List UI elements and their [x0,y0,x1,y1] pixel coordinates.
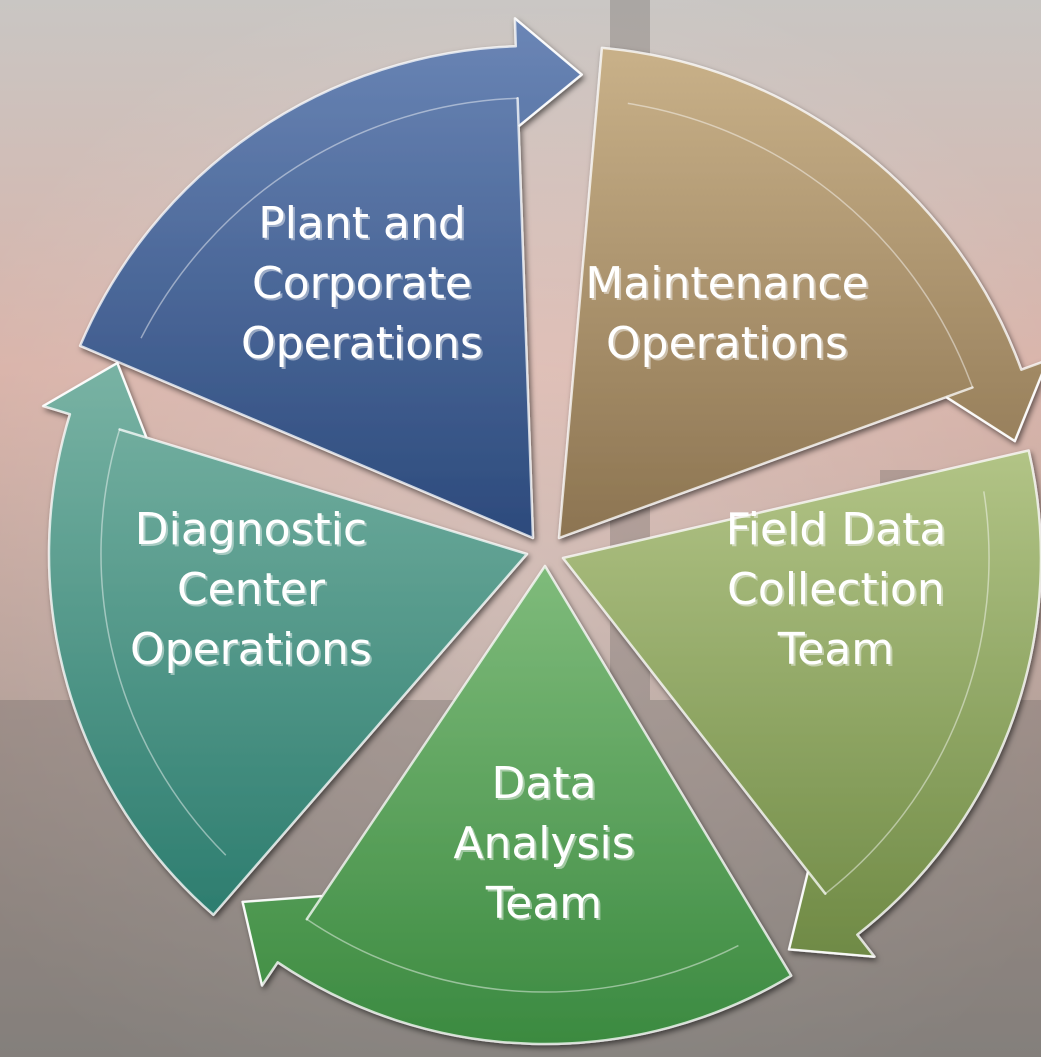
segment-field-data-label-line: Team [779,626,896,677]
segment-field-data-shape [561,449,1041,958]
segment-data-analysis-label-line: Data [491,758,596,809]
segment-diagnostic-shape [41,361,529,917]
segment-plant-corporate-label-line: Plant and [258,198,466,249]
segment-data-analysis-shape [241,564,793,1046]
segment-maintenance-arrowhead [945,373,1041,443]
segment-diagnostic-label-line: Diagnostic [137,506,369,557]
segment-maintenance-label-line: Maintenance [587,260,870,311]
segment-maintenance-label-line: Operations [608,320,850,371]
segment-data-analysis-label-line: Team [485,878,602,929]
segment-diagnostic-label-line: Diagnostic [135,504,367,555]
segment-field-data-arrow-track [824,491,990,895]
segment-diagnostic-label-line: Center [177,564,326,615]
segment-field-data-label-line: Field Data [728,506,949,557]
segment-diagnostic-label-line: Center [179,566,328,617]
segment-plant-corporate-label-line: Corporate [254,260,474,311]
segment-field-data-label-line: Collection [729,566,947,617]
segment-plant-corporate-label-line: Corporate [252,258,472,309]
segment-field-data-label-line: Collection [727,564,945,615]
segment-plant-corporate [78,17,584,540]
segment-field-data-arrowhead [787,871,875,958]
segment-field-data-label-line: Team [777,624,894,675]
segment-plant-corporate-label-line: Plant and [260,200,468,251]
segment-data-analysis-label-line: Analysis [455,820,636,871]
segment-diagnostic-arrow-track [100,429,227,856]
segment-maintenance-label-line: Maintenance [585,258,868,309]
segment-plant-corporate-label-line: Operations [243,320,485,371]
segment-plant-corporate-arrowhead [514,17,584,128]
segment-diagnostic [41,361,529,917]
segments-layer [41,17,1041,1046]
segment-diagnostic-label-line: Operations [132,626,374,677]
segment-plant-corporate-shape [78,17,583,540]
segment-maintenance-shape [557,46,1041,540]
segment-maintenance-label-line: Operations [606,318,848,369]
segment-data-analysis-arrowhead [241,895,323,986]
segment-data-analysis [241,564,793,1046]
segment-diagnostic-label-line: Operations [130,624,372,675]
segment-data-analysis-label-line: Analysis [453,818,634,869]
segment-plant-corporate-label-line: Operations [241,318,483,369]
segment-diagnostic-arrowhead [42,361,148,438]
segment-data-analysis-label-line: Data [493,760,598,811]
segment-maintenance-arrow-track [627,102,974,388]
segment-maintenance [557,46,1041,540]
segment-data-analysis-arrow-track [306,918,739,993]
segment-data-analysis-label-line: Team [487,880,604,931]
segment-field-data-label-line: Field Data [726,504,947,555]
segment-field-data [561,449,1041,958]
segment-plant-corporate-arrow-track [140,97,518,339]
